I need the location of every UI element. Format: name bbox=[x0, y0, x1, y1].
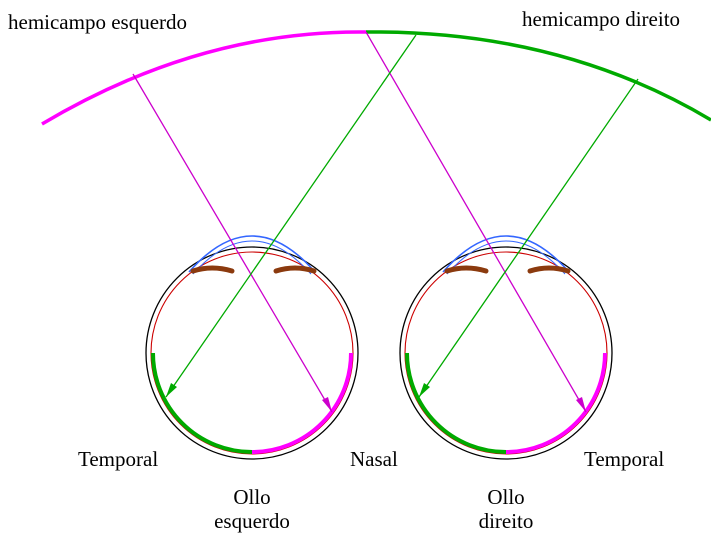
right-eye-iris-right bbox=[527, 265, 571, 274]
ray-right-field-to-left-eye-arrowhead bbox=[166, 383, 177, 397]
left-eye-cornea bbox=[188, 235, 316, 273]
left-eye-retina-nasal bbox=[251, 352, 353, 454]
ray-left-field-to-left-eye bbox=[132, 73, 333, 413]
right-eye-cornea-inner bbox=[446, 240, 566, 275]
ray-left-field-to-left-eye-arrowhead bbox=[322, 397, 332, 412]
left-hemifield-label: hemicampo esquerdo bbox=[8, 10, 187, 34]
right-eye-retina-nasal bbox=[405, 352, 507, 454]
ray-left-field-to-right-eye bbox=[365, 31, 587, 413]
ray-left-field-to-right-eye-arrowhead bbox=[576, 397, 586, 412]
light-rays bbox=[132, 31, 639, 413]
ray-right-field-to-right-eye-arrowhead bbox=[419, 383, 430, 397]
left-eye-iris-left bbox=[190, 265, 235, 274]
right-eye-label-line2: direito bbox=[479, 509, 534, 533]
nasal-label: Nasal bbox=[350, 447, 398, 471]
left-eye-label-line1: Ollo bbox=[233, 485, 270, 509]
right-hemifield-label: hemicampo direito bbox=[522, 7, 680, 31]
left-eye bbox=[145, 235, 359, 460]
right-eye bbox=[399, 235, 613, 460]
left-eye-label-line2: esquerdo bbox=[214, 509, 290, 533]
ray-right-field-to-right-eye bbox=[418, 78, 639, 398]
left-hemifield-arc bbox=[41, 30, 367, 126]
left-eye-iris-right bbox=[273, 265, 317, 274]
right-eye-label-line1: Ollo bbox=[487, 485, 524, 509]
right-eye-retina-temporal bbox=[505, 352, 607, 454]
right-eye-iris-left bbox=[444, 265, 489, 274]
right-eye-sclera bbox=[399, 246, 613, 460]
left-eye-cornea-inner bbox=[192, 240, 312, 275]
left-eye-retina-temporal bbox=[151, 352, 253, 454]
temporal-left-label: Temporal bbox=[78, 447, 158, 471]
right-hemifield-arc bbox=[365, 30, 711, 122]
ray-right-field-to-left-eye bbox=[165, 34, 417, 398]
right-eye-cornea bbox=[442, 235, 570, 273]
left-eye-sclera bbox=[145, 246, 359, 460]
temporal-right-label: Temporal bbox=[584, 447, 664, 471]
